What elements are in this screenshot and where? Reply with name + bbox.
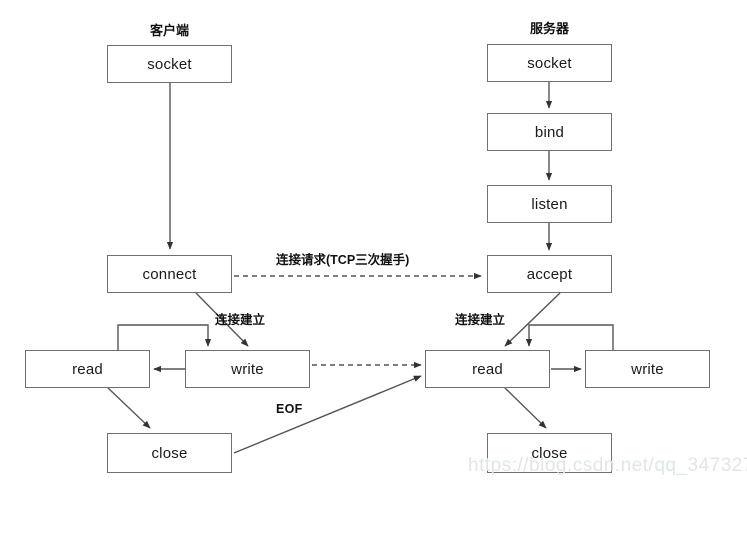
node-server-read[interactable]: read [425, 350, 550, 388]
client-column-title: 客户端 [149, 23, 189, 38]
node-client-write[interactable]: write [185, 350, 310, 388]
edge-server-write-loop-read [525, 324, 614, 350]
edge-client-read-loop-write [117, 324, 212, 350]
edge-server-read-to-close [504, 387, 547, 429]
node-client-read[interactable]: read [25, 350, 150, 388]
node-client-connect[interactable]: connect [107, 255, 232, 293]
node-client-close[interactable]: close [107, 433, 232, 473]
node-server-socket[interactable]: socket [487, 44, 612, 82]
node-server-accept[interactable]: accept [487, 255, 612, 293]
node-server-close[interactable]: close [487, 433, 612, 473]
node-server-write[interactable]: write [585, 350, 710, 388]
edge-label-eof: EOF [276, 402, 303, 416]
server-column-title: 服务器 [529, 21, 569, 36]
edge-label-client-connection-established: 连接建立 [215, 313, 266, 327]
edge-client-connect-to-write [195, 292, 249, 347]
node-server-bind[interactable]: bind [487, 113, 612, 151]
edge-label-server-connection-established: 连接建立 [455, 313, 506, 327]
edge-server-accept-to-read [504, 292, 561, 347]
edge-client-read-to-close [107, 387, 151, 429]
edge-client-close-to-server-read-eof [233, 375, 422, 454]
node-client-socket[interactable]: socket [107, 45, 232, 83]
edge-label-tcp-handshake: 连接请求(TCP三次握手) [276, 253, 410, 267]
node-server-listen[interactable]: listen [487, 185, 612, 223]
